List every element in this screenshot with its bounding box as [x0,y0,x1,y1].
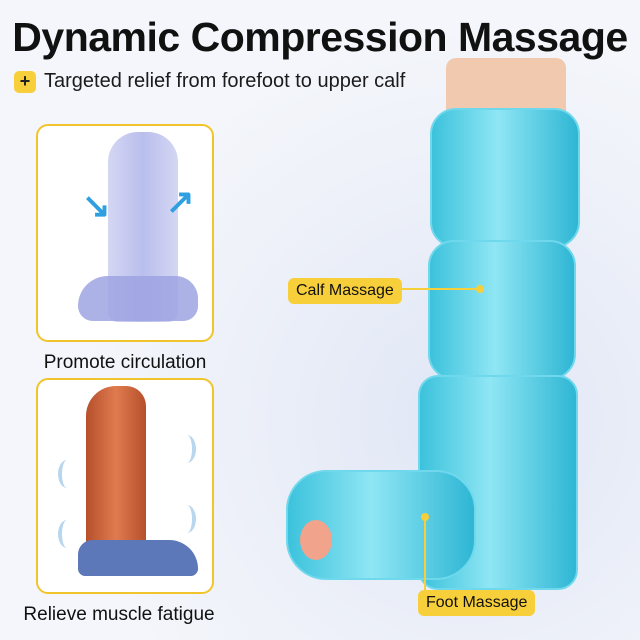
calf-upper-chamber [430,108,580,248]
subtitle: + Targeted relief from forefoot to upper… [14,70,405,93]
muscle-panel [36,378,214,594]
arrow-up-icon: ↗ [166,183,195,221]
wave-icon [58,520,76,548]
wave-icon [178,435,196,463]
callout-line [424,518,426,590]
wave-icon [178,505,196,533]
foot-massage-label: Foot Massage [418,590,536,616]
calf-lower-chamber [428,240,576,380]
callout-dot [476,285,484,293]
calf-massage-label: Calf Massage [288,278,402,304]
page-title: Dynamic Compression Massage [12,14,628,60]
callout-line [398,288,478,290]
toes [300,520,332,560]
circulation-panel: ↘ ↗ [36,124,214,342]
panel-caption-muscle: Relieve muscle fatigue [23,604,215,625]
callout-dot [421,513,429,521]
arrow-down-icon: ↘ [82,187,111,225]
muscle-leg-illustration [86,386,146,566]
foot-chamber [286,470,476,580]
wave-icon [58,460,76,488]
panel-caption-circulation: Promote circulation [43,352,207,373]
foot-illustration [78,276,198,321]
subtitle-text: Targeted relief from forefoot to upper c… [44,70,406,92]
foot-illustration [78,540,198,576]
plus-icon: + [14,70,36,93]
